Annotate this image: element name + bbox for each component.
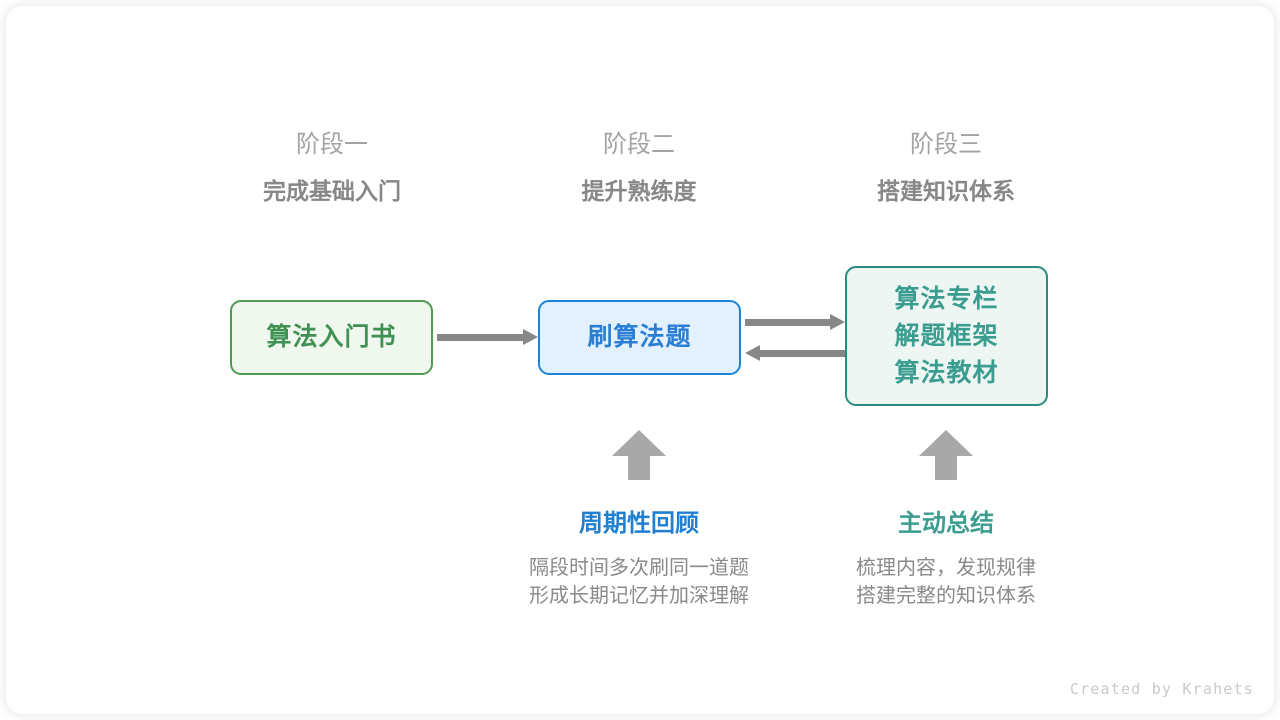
stage-header-2: 阶段二 提升熟练度 [519, 130, 759, 206]
stage-kicker-2: 阶段二 [603, 131, 675, 158]
note-summary-body-line-2: 搭建完整的知识体系 [856, 585, 1036, 607]
stage-header-1: 阶段一 完成基础入门 [212, 130, 452, 206]
note-periodic-review: 周期性回顾 隔段时间多次刷同一道题 形成长期记忆并加深理解 [479, 508, 799, 610]
note-review-title: 周期性回顾 [579, 510, 699, 537]
stage-title-3: 搭建知识体系 [877, 178, 1015, 204]
node-resources-line-2: 解题框架 [894, 321, 999, 350]
note-summary-body: 梳理内容，发现规律 搭建完整的知识体系 [786, 554, 1106, 610]
arrow-practice-to-resources-icon [745, 314, 845, 330]
note-review-body-line-2: 形成长期记忆并加深理解 [529, 585, 749, 607]
note-review-body: 隔段时间多次刷同一道题 形成长期记忆并加深理解 [479, 554, 799, 610]
stage-kicker-1: 阶段一 [296, 131, 368, 158]
arrow-resources-to-practice-icon [745, 345, 845, 361]
arrow-book-to-practice-icon [437, 329, 538, 345]
node-resources-line-3: 算法教材 [894, 358, 999, 387]
node-book-line-1: 算法入门书 [266, 323, 397, 351]
note-active-summary: 主动总结 梳理内容，发现规律 搭建完整的知识体系 [786, 508, 1106, 610]
stage-title-2: 提升熟练度 [581, 178, 697, 204]
stage-kicker-3: 阶段三 [910, 131, 982, 158]
note-summary-body-line-1: 梳理内容，发现规律 [856, 557, 1036, 579]
arrow-head [745, 345, 760, 361]
arrow-shaft [756, 350, 845, 357]
note-summary-title: 主动总结 [898, 510, 994, 537]
stage-header-3: 阶段三 搭建知识体系 [826, 130, 1066, 206]
arrow-up-summary-icon [919, 430, 973, 480]
arrow-up-head [919, 430, 973, 456]
arrow-up-stem [935, 455, 957, 480]
stage-title-1: 完成基础入门 [263, 178, 401, 204]
arrow-shaft [745, 319, 834, 326]
arrow-head [830, 314, 845, 330]
node-resources-line-1: 算法专栏 [894, 284, 999, 313]
node-algorithm-intro-book[interactable]: 算法入门书 [230, 300, 433, 375]
credit-text: Created by Krahets [1069, 680, 1254, 698]
arrow-up-stem [628, 455, 650, 480]
arrow-up-review-icon [612, 430, 666, 480]
note-review-body-line-1: 隔段时间多次刷同一道题 [529, 557, 749, 579]
arrow-up-head [612, 430, 666, 456]
arrow-shaft [437, 334, 527, 341]
node-practice-problems[interactable]: 刷算法题 [538, 300, 741, 375]
node-learning-resources[interactable]: 算法专栏 解题框架 算法教材 [845, 266, 1048, 406]
arrow-head [523, 329, 538, 345]
node-practice-line-1: 刷算法题 [587, 323, 692, 351]
